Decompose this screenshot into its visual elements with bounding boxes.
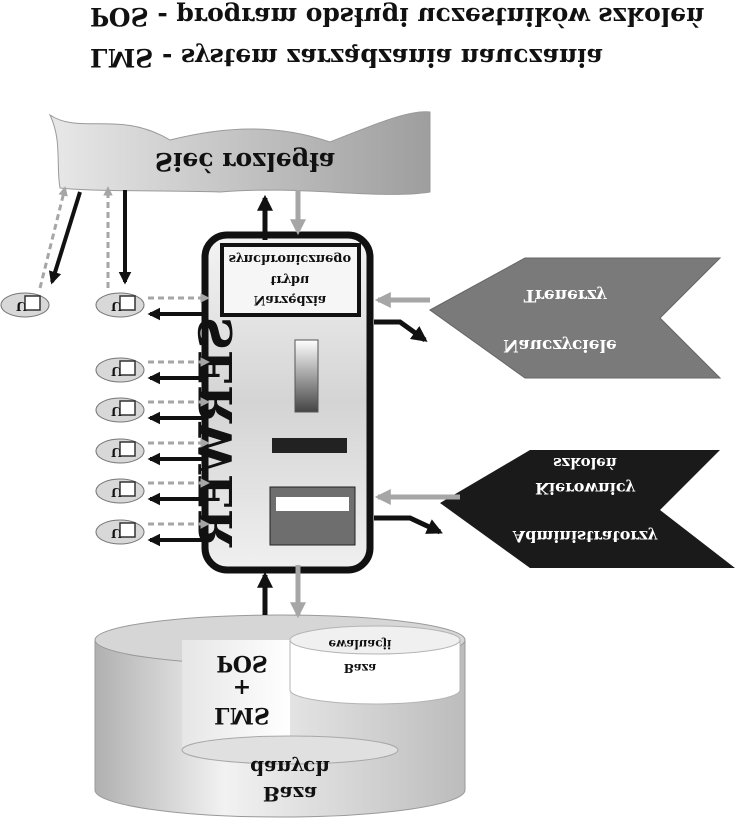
computer-icon: [119, 522, 136, 538]
eval-db-top: [289, 625, 461, 655]
legend-pos: POS - program obsługi uczestników szkole…: [90, 2, 704, 31]
server-label: SERWER: [189, 317, 243, 548]
client-label: U: [111, 445, 122, 459]
admins-shape: [440, 450, 735, 568]
sync-tools-line1: Narzędzia: [254, 292, 327, 307]
computer-icon: [119, 441, 136, 457]
arrows-network: [38, 186, 307, 289]
client-label: U: [111, 364, 122, 378]
eval-line2: Baza: [344, 661, 377, 675]
client-label: U: [111, 526, 122, 540]
trainers-line1: Trenerzy: [524, 285, 608, 305]
client-label: U: [16, 299, 27, 313]
server-slot: [272, 438, 347, 453]
server-drive-slot: [276, 497, 349, 511]
computer-icon: [119, 481, 136, 497]
client-node: U: [95, 397, 145, 423]
arrow-server-to-admins: [374, 515, 443, 535]
sync-tools-line2: trybu: [271, 272, 310, 287]
client-node: U: [95, 357, 145, 383]
client-node: U: [95, 438, 145, 464]
db-main-line2: Baza: [263, 782, 317, 806]
eval-line1: ewaluacji: [328, 637, 391, 651]
admins-line3: Administratorzy: [512, 527, 658, 546]
app-line2: +: [233, 674, 251, 700]
clients: U U U U U U U: [0, 292, 145, 545]
cloud-shape: [48, 111, 431, 195]
client-node: U: [0, 292, 50, 318]
arrow-server-to-trainers: [374, 319, 428, 343]
trainers-block: Trenerzy Nauczyciele: [429, 257, 722, 379]
app-line3: LMS: [214, 702, 270, 728]
legend-lms: LMS - system zarządzania nauczania: [90, 43, 603, 72]
computer-icon: [24, 295, 41, 311]
client-node: U: [95, 478, 145, 504]
computer-icon: [119, 295, 136, 311]
network-label: Sieć rozległa: [155, 147, 335, 176]
client-label: U: [111, 485, 122, 499]
database: ewaluacji Baza POS + LMS danych Baza: [94, 614, 466, 818]
app-db-rim: [181, 735, 399, 765]
arrows-database: [256, 565, 307, 619]
trainers-shape: [429, 257, 722, 379]
computer-icon: [119, 360, 136, 376]
admins-line2: Kierownicy: [535, 479, 635, 498]
admins-line1: szkoleń: [553, 454, 617, 472]
arrow-network-to-client: [48, 191, 82, 285]
app-line1: POS: [216, 650, 268, 676]
server: synchronicznego trybu Narzędzia SERWER: [189, 231, 374, 574]
client-node: U: [95, 519, 145, 545]
arrow-client-to-network: [38, 186, 68, 289]
computer-icon: [119, 400, 136, 416]
trainers-line2: Nauczyciele: [503, 335, 617, 355]
eval-db: [289, 639, 461, 705]
db-main-line1: danych: [250, 756, 330, 780]
client-label: U: [111, 299, 122, 313]
server-gauge: [294, 339, 319, 413]
arrows-clients: [147, 293, 210, 547]
admins-block: szkoleń Kierownicy Administratorzy: [440, 450, 735, 568]
client-label: U: [111, 404, 122, 418]
sync-tools-box: [220, 243, 361, 317]
app-db: [182, 640, 290, 750]
network-cloud: Sieć rozległa: [48, 111, 431, 195]
client-node: U: [95, 292, 145, 318]
server-drive: [269, 486, 356, 546]
sync-tools-line3: synchronicznego: [229, 251, 352, 266]
arrows-users: [374, 291, 460, 535]
